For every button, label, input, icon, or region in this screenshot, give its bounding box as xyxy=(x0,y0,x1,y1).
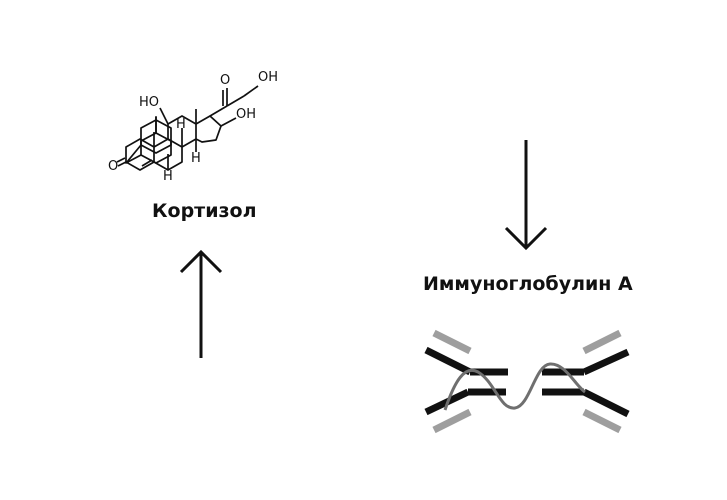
steroid-rings xyxy=(116,85,259,171)
hydroxyl-11-label: HO xyxy=(139,95,159,110)
hydrogen-label-1: H xyxy=(176,117,186,132)
carbonyl-oxygen-label: O xyxy=(108,159,118,174)
cortisol-label: Кортизол xyxy=(152,200,257,222)
molecule-atom-labels: O O HO OH OH H H H xyxy=(108,70,278,184)
arrow-up-icon xyxy=(179,249,223,358)
iga-dimer-icon xyxy=(424,329,630,434)
hydroxyl-17-label: OH xyxy=(236,107,256,122)
ketone-oxygen-label: O xyxy=(220,73,230,88)
hydrogen-label-3: H xyxy=(163,169,173,184)
j-chain-curve xyxy=(443,362,586,411)
arrow-down-icon xyxy=(504,140,548,251)
hydrogen-label-2: H xyxy=(191,151,201,166)
hydroxyl-side-label: OH xyxy=(258,70,278,85)
cortisol-structure-icon xyxy=(125,116,172,164)
immunoglobulin-a-label: Иммуноглобулин А xyxy=(423,273,633,295)
